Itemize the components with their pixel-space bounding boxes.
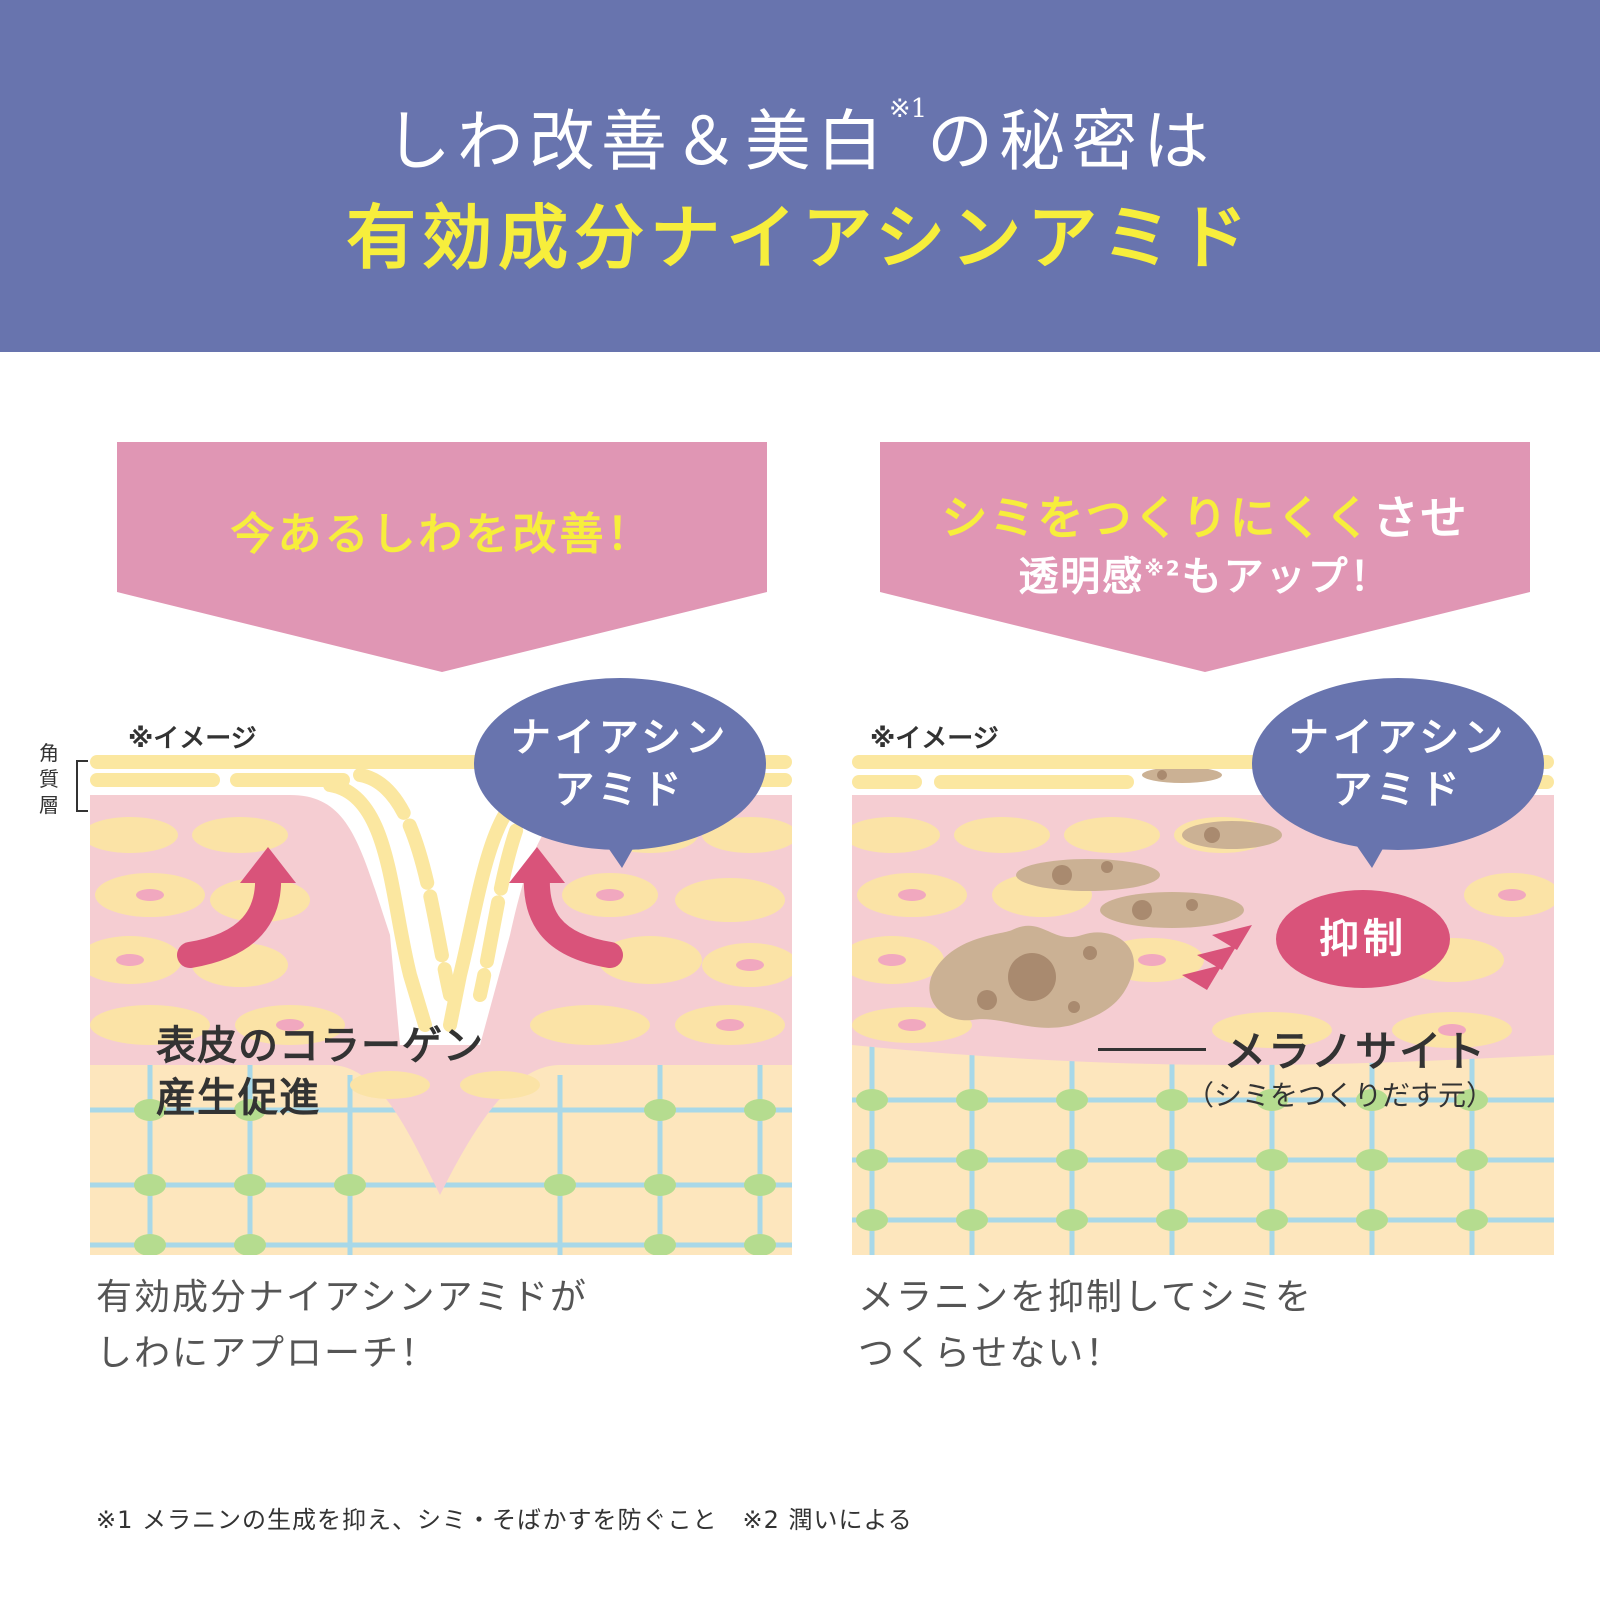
stratum-bracket: [76, 760, 88, 812]
title-tail: の秘密は: [927, 103, 1216, 180]
right-banner-white: させ: [1372, 491, 1469, 545]
stratum-char-2: 質: [39, 767, 59, 791]
speech-bubble-shape: [1252, 678, 1544, 868]
collagen-effect-text: 表皮のコラーゲン 産生促進: [156, 1020, 484, 1124]
left-caption: 有効成分ナイアシンアミドが しわにアプローチ！: [96, 1270, 588, 1382]
right-banner-line-2: 透明感※2もアップ！: [880, 544, 1530, 602]
title-text: しわ改善＆美白: [384, 103, 889, 180]
right-banner-footnote-mark: ※2: [1144, 556, 1182, 581]
title-line-2: 有効成分ナイアシンアミド: [346, 196, 1254, 279]
left-banner: 今あるしわを改善！: [117, 442, 767, 672]
bubble-line-2: アミド: [1332, 767, 1464, 813]
stratum-char-1: 角: [39, 741, 59, 765]
right-banner-yellow: シミをつくりにくく: [941, 491, 1373, 545]
stratum-corneum-label: 角 質 層: [36, 740, 62, 818]
left-niacinamide-bubble: ナイアシン アミド: [472, 676, 768, 876]
bubble-line-1: ナイアシン: [1288, 715, 1508, 761]
right-banner-line-1: シミをつくりにくくさせ: [880, 482, 1530, 548]
right-image-note: ※イメージ: [870, 724, 999, 754]
right-caption: メラニンを抑制してシミを つくらせない！: [858, 1270, 1313, 1382]
left-caption-line-2: しわにアプローチ！: [96, 1333, 439, 1374]
header-banner: しわ改善＆美白※1の秘密は 有効成分ナイアシンアミド: [0, 0, 1600, 352]
banner-shape: [880, 442, 1530, 672]
right-niacinamide-bubble: ナイアシン アミド: [1250, 676, 1546, 876]
left-banner-text: 今あるしわを改善！: [230, 509, 654, 560]
bubble-line-2: アミド: [554, 767, 686, 813]
bubble-line-1: ナイアシン: [510, 715, 730, 761]
melanocyte-leader-line: [1098, 1048, 1206, 1051]
right-caption-line-1: メラニンを抑制してシミを: [858, 1277, 1313, 1318]
title-line-1: しわ改善＆美白※1の秘密は: [0, 88, 1600, 184]
melanocyte-label: メラノサイト: [1224, 1027, 1488, 1076]
melanin-skin-illustration: [852, 755, 1554, 1255]
right-banner-clarity: 透明感: [1018, 554, 1145, 600]
right-banner: シミをつくりにくくさせ 透明感※2もアップ！: [880, 442, 1530, 672]
suppress-badge: 抑制: [1276, 890, 1450, 988]
effect-line-1: 表皮のコラーゲン: [156, 1023, 484, 1069]
melanocyte-note: （シミをつくりだす元）: [1186, 1079, 1495, 1112]
left-image-note: ※イメージ: [128, 724, 257, 754]
effect-line-2: 産生促進: [156, 1075, 320, 1121]
title-footnote-mark: ※1: [888, 94, 928, 124]
right-banner-up: もアップ！: [1181, 554, 1392, 600]
footnote: ※1 メラニンの生成を抑え、シミ・そばかすを防ぐこと ※2 潤いによる: [96, 1506, 913, 1534]
speech-bubble-shape: [474, 678, 766, 868]
stratum-char-3: 層: [39, 793, 59, 817]
left-caption-line-1: 有効成分ナイアシンアミドが: [96, 1277, 588, 1318]
right-caption-line-2: つくらせない！: [858, 1333, 1124, 1374]
banner-shape: [117, 442, 767, 672]
